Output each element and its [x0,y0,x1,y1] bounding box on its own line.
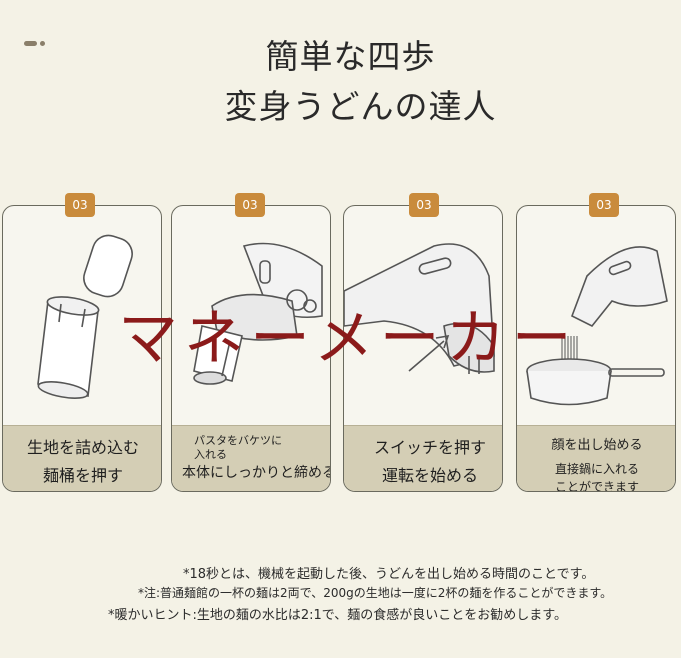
step-label-band [172,425,330,491]
footnote-3: *暖かいヒント:生地の麺の水比は2:1で、麺の食感が良いことをお勧めします。 [108,608,567,623]
step-label-band [517,425,675,491]
logo-mark [24,41,46,46]
step-card-4: 顔を出し始める 直接鍋に入れる ことができます [516,205,676,492]
step-card-1: 生地を詰め込む 麺桶を押す [2,205,162,492]
press-switch-illustration [344,243,495,374]
step-label-band [344,425,502,491]
watermark-text: マネーメーカー [118,304,578,374]
step-3-line-1: スイッチを押す [373,438,486,457]
step-badge-3: 03 [409,193,439,217]
step-4-line-2: 直接鍋に入れる [554,462,639,476]
step-4-line-1: 顔を出し始める [551,438,643,453]
page-title: 簡単な四歩 [265,37,436,76]
step-2-line-3: 本体にしっかりと締める [182,465,331,481]
step-badge-2: 03 [235,193,265,217]
step-card-2: パスタをバケツに 入れる 本体にしっかりと締める [171,205,331,492]
step-card-3: スイッチを押す 運転を始める [343,205,503,492]
step-1-line-1: 生地を詰め込む [26,438,139,457]
step-badge-4: 03 [589,193,619,217]
step-1-line-2: 麺桶を押す [42,466,123,485]
step-badge-1: 03 [65,193,95,217]
step-label-band [3,425,161,491]
step-2-line-1: パスタをバケツに [194,434,282,447]
attach-bucket-illustration [193,242,323,385]
dough-tube-illustration [37,234,133,399]
noodles-into-pot-illustration [526,246,668,406]
step-2-line-2: 入れる [194,448,227,461]
footnote-1: *18秒とは、機械を起動した後、うどんを出し始める時間のことです。 [183,567,595,582]
step-3-line-2: 運転を始める [381,466,478,485]
footnote-2: *注:普通麺館の一杯の麺は2両で、200gの生地は一度に2杯の麺を作ることができ… [138,586,613,600]
page-subtitle: 変身うどんの達人 [224,87,497,126]
step-4-line-3: ことができます [554,480,639,492]
